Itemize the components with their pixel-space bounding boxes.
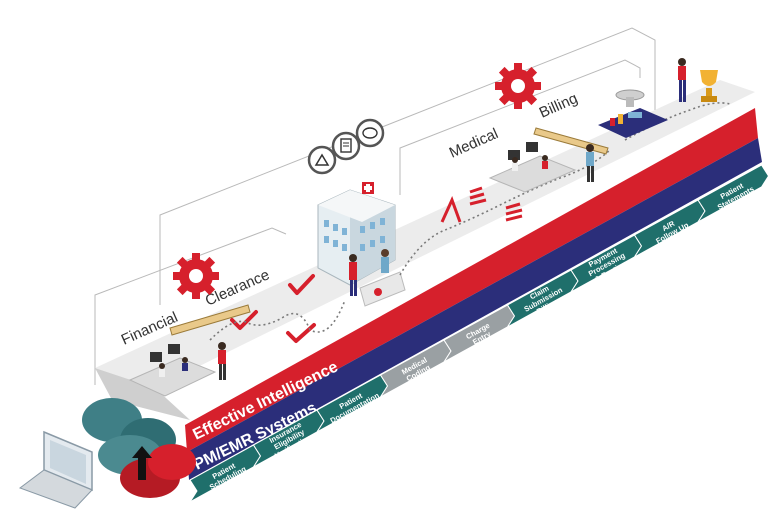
medical-label: Medical bbox=[447, 125, 501, 162]
reception-desk bbox=[349, 249, 406, 307]
gear-icon bbox=[173, 253, 219, 299]
chart-icon bbox=[598, 89, 668, 138]
coding-icons bbox=[440, 186, 523, 223]
workstation-left bbox=[128, 344, 217, 397]
workstation-right bbox=[488, 142, 577, 193]
systems-band bbox=[187, 138, 762, 480]
gear-icon bbox=[495, 63, 541, 109]
ruler-icon bbox=[169, 304, 251, 336]
workflow-step bbox=[697, 164, 768, 223]
person-figure bbox=[218, 342, 226, 380]
person-figure bbox=[678, 58, 686, 102]
billing-label: Billing bbox=[537, 90, 580, 122]
platform-side bbox=[95, 368, 190, 420]
person-figure bbox=[586, 144, 594, 182]
trophy-icon bbox=[700, 70, 718, 102]
laptop-icon bbox=[18, 430, 93, 509]
intelligence-band bbox=[185, 108, 758, 452]
document-icon bbox=[331, 131, 361, 161]
cloud-icon bbox=[82, 398, 196, 498]
share-icon bbox=[307, 145, 337, 175]
chat-icon bbox=[355, 118, 385, 148]
